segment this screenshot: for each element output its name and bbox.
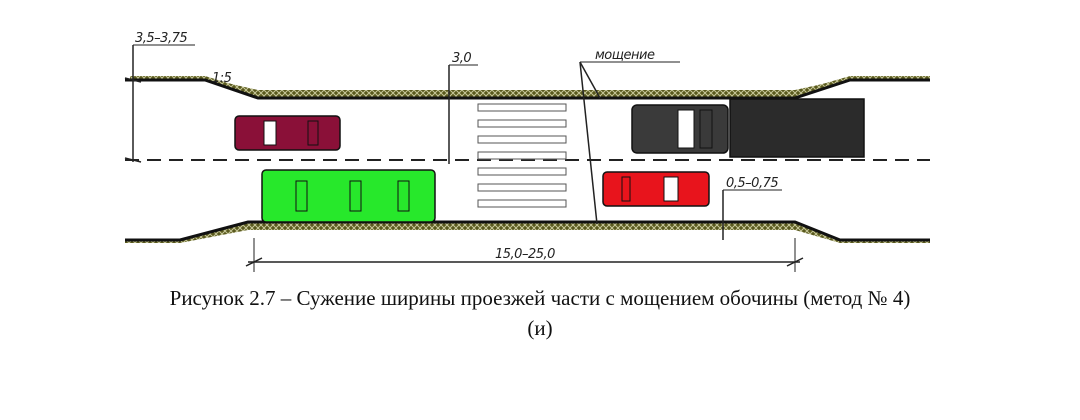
truck	[729, 98, 865, 158]
road-narrowing-diagram: 3,5–3,75 1:5 3,0 мощение	[124, 31, 930, 272]
bottom-paving-band	[125, 222, 930, 243]
dark-car	[631, 104, 729, 154]
pedestrian-crosswalk	[477, 103, 567, 208]
bottom-road-edge	[125, 220, 930, 242]
paving-leader-bottom	[579, 61, 598, 225]
red-car	[602, 171, 710, 207]
maroon-sedan	[234, 115, 341, 151]
figure-caption-suffix: (и)	[527, 316, 553, 340]
figure-caption: Рисунок 2.7 – Сужение ширины проезжей ча…	[169, 286, 911, 310]
green-bus	[261, 169, 436, 223]
shoulder-width-label: 0,5–0,75	[726, 176, 778, 191]
crosswalk-width-label: 3,0	[452, 51, 471, 66]
paving-label: мощение	[595, 48, 655, 63]
slope-label: 1:5	[212, 71, 232, 86]
top-road-edge	[125, 78, 930, 100]
paving-leader-top	[579, 61, 601, 99]
lane-width-label: 3,5–3,75	[135, 31, 187, 46]
narrowing-length-label: 15,0–25,0	[495, 247, 555, 262]
top-paving-band	[130, 76, 930, 97]
